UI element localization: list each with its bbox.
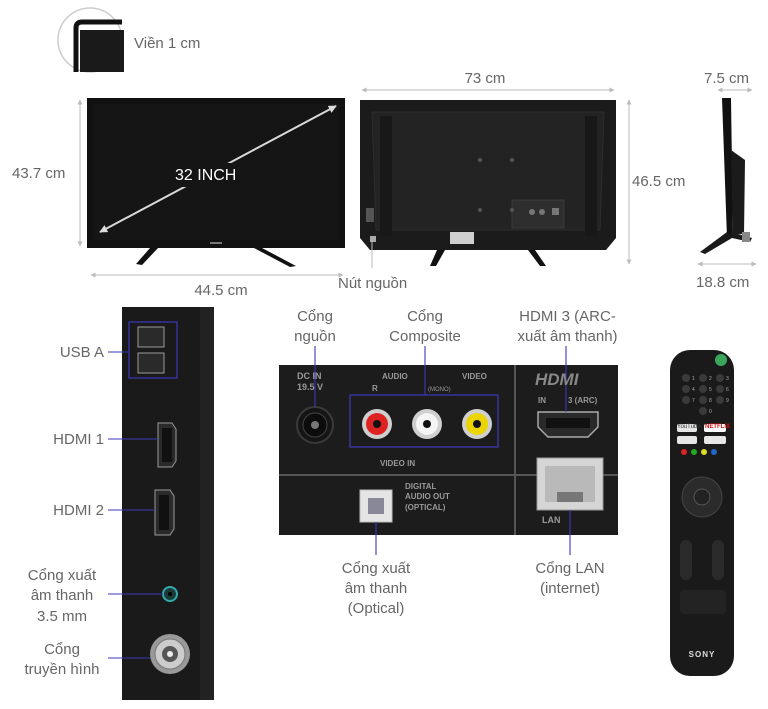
remote-number-label: 5 <box>709 387 712 393</box>
composite-label-2: Composite <box>389 328 461 345</box>
optical-label-3: (Optical) <box>347 600 405 617</box>
remote-number-label: 2 <box>709 376 712 382</box>
remote-netflix-label: NETFLIX <box>705 424 730 430</box>
remote-number-label: 6 <box>726 387 729 393</box>
remote-number-button <box>699 407 707 415</box>
remote-brand-logo: SONY <box>688 650 716 659</box>
panel-mono: (MONO) <box>428 387 451 393</box>
optical-label-1: Cổng xuất <box>341 560 411 577</box>
remote-number-label: 4 <box>692 387 695 393</box>
bezel-label: Viền 1 cm <box>134 35 201 52</box>
height-back-label: 46.5 cm <box>632 173 686 190</box>
remote-number-label: 7 <box>692 398 695 404</box>
tv-front <box>87 98 345 267</box>
audio-out-label-3: 3.5 mm <box>36 608 87 625</box>
remote-number-label: 1 <box>692 376 695 382</box>
remote-control: 1 2 3 4 5 6 7 8 9 0 <box>670 350 734 676</box>
panel-in: IN <box>538 396 546 405</box>
side-leader-lines <box>108 351 163 659</box>
power-button-label: Nút nguồn <box>338 275 408 292</box>
remote-number-label: 3 <box>726 376 729 382</box>
audio-out-label-2: âm thanh <box>30 587 94 604</box>
panel-lan: LAN <box>542 515 561 525</box>
remote-number-button <box>699 385 707 393</box>
panel-digital: DIGITAL <box>405 482 437 491</box>
remote-number-button <box>682 396 690 404</box>
height-front-label: 43.7 cm <box>12 165 66 182</box>
optical-label-2: âm thanh <box>344 580 408 597</box>
remote-youtube-label: YouTube <box>677 424 701 430</box>
power-port-label-1: Cổng <box>297 308 333 325</box>
remote-number-button <box>716 374 724 382</box>
panel-arc: 3 (ARC) <box>568 396 598 405</box>
remote-number-button <box>699 396 707 404</box>
width-back-label: 73 cm <box>464 70 506 87</box>
bezel-zoom <box>57 7 124 73</box>
tv-port-label-1: Cổng <box>44 641 80 658</box>
tv-back <box>360 100 616 266</box>
audio-out-label-1: Cổng xuất <box>27 567 97 584</box>
rear-port-panel <box>279 365 618 535</box>
usb-a-label: USB A <box>59 344 104 361</box>
side-port-panel <box>122 307 214 700</box>
depth-top-label: 7.5 cm <box>704 70 750 87</box>
panel-video-in: VIDEO IN <box>380 459 416 468</box>
panel-video: VIDEO <box>462 372 487 381</box>
remote-number-label: 9 <box>726 398 729 404</box>
remote-number-label: 8 <box>709 398 712 404</box>
panel-dc-in: DC IN <box>297 371 322 381</box>
remote-number-button <box>682 374 690 382</box>
screen-size-label: 32 INCH <box>175 167 237 184</box>
remote-number-button <box>716 396 724 404</box>
rear-leader-lines <box>314 346 571 555</box>
panel-hdmi-logo: HDMI <box>535 370 579 389</box>
remote-number-button <box>682 385 690 393</box>
depth-stand-label: 18.8 cm <box>696 274 750 291</box>
lan-label-1: Cổng LAN <box>535 560 605 577</box>
hdmi2-label: HDMI 2 <box>53 502 104 519</box>
remote-number-label: 0 <box>709 409 712 415</box>
panel-r: R <box>372 384 378 393</box>
remote-number-button <box>716 385 724 393</box>
power-port-label-2: nguồn <box>294 328 336 345</box>
hdmi3-label-1: HDMI 3 (ARC- <box>519 308 616 325</box>
composite-label-1: Cổng <box>407 308 443 325</box>
tv-port-label-2: truyền hình <box>24 661 100 678</box>
panel-volts: 19.5 V <box>297 382 324 392</box>
tv-side <box>700 98 752 254</box>
remote-number-button <box>699 374 707 382</box>
lan-label-2: (internet) <box>539 580 601 597</box>
hdmi3-label-2: xuất âm thanh) <box>517 328 618 345</box>
panel-audio-out: AUDIO OUT <box>405 492 450 501</box>
panel-audio: AUDIO <box>382 372 408 381</box>
hdmi1-label: HDMI 1 <box>53 431 104 448</box>
width-front-label: 44.5 cm <box>194 282 248 299</box>
panel-optical: (OPTICAL) <box>405 503 446 512</box>
